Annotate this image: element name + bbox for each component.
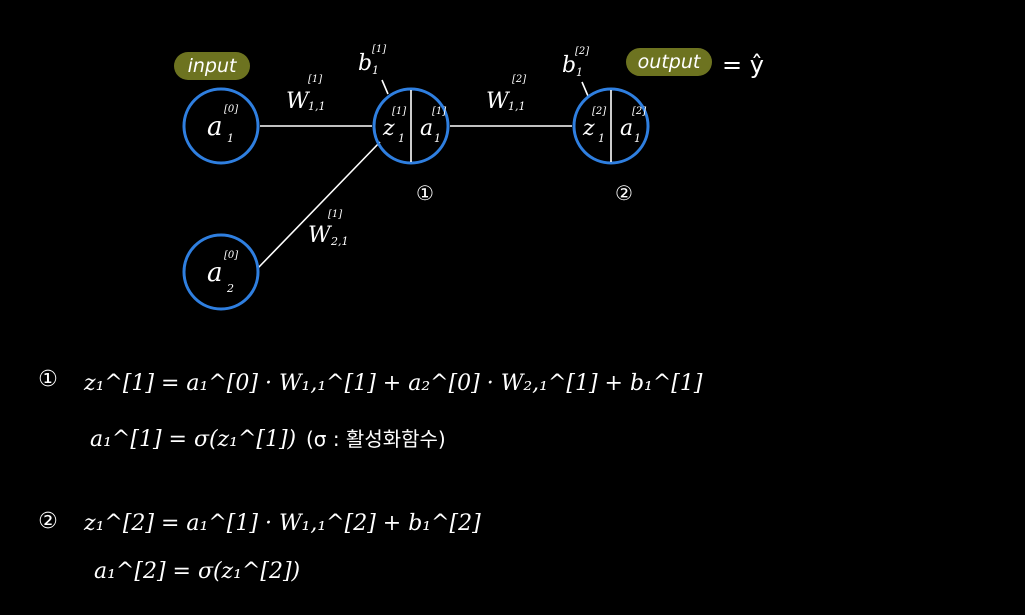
edge-bias2-tick bbox=[581, 81, 589, 97]
svg-text:[1]: [1] bbox=[372, 44, 386, 55]
output-node-2 bbox=[572, 87, 650, 165]
a2-0-sub: 2 bbox=[226, 282, 234, 295]
weight-w11-layer2: W [2] 1,1 bbox=[486, 74, 526, 114]
a2-0-letter: a bbox=[207, 258, 223, 288]
n2-z-sup: [2] bbox=[592, 106, 606, 117]
output-yhat: = ŷ bbox=[722, 51, 764, 79]
hidden-node-1 bbox=[372, 87, 450, 165]
svg-text:[2]: [2] bbox=[512, 74, 526, 85]
n2-a-sup: [2] bbox=[632, 106, 646, 117]
eq1-note: (σ : 활성화함수) bbox=[306, 427, 446, 451]
edge-a2-to-node1 bbox=[257, 141, 381, 269]
weight-w11-layer1: W [1] 1,1 bbox=[286, 74, 326, 114]
svg-text:output: output bbox=[638, 51, 702, 73]
eq1-line1: z₁^[1] = a₁^[0] · W₁,₁^[1] + a₂^[0] · W₂… bbox=[83, 371, 703, 396]
n1-a-sub: 1 bbox=[434, 132, 441, 145]
n2-z-sub: 1 bbox=[598, 132, 605, 145]
input-node-a1 bbox=[182, 87, 260, 165]
n2-a-sub: 1 bbox=[634, 132, 641, 145]
edge-bias1-tick bbox=[381, 79, 389, 95]
eq1-number: ① bbox=[38, 367, 58, 392]
eq1-line2: a₁^[1] = σ(z₁^[1]) bbox=[90, 427, 296, 452]
input-node-a2 bbox=[182, 233, 260, 311]
svg-text:W: W bbox=[286, 89, 311, 114]
output-tag: output bbox=[626, 48, 712, 76]
n1-z-sup: [1] bbox=[392, 106, 406, 117]
svg-text:[1]: [1] bbox=[308, 74, 322, 85]
eq2-line2: a₁^[2] = σ(z₁^[2]) bbox=[94, 559, 300, 584]
eq2-line1: z₁^[2] = a₁^[1] · W₁,₁^[2] + b₁^[2] bbox=[83, 511, 481, 536]
svg-text:[2]: [2] bbox=[575, 46, 589, 57]
n1-z-letter: z bbox=[382, 116, 395, 141]
n1-a-sup: [1] bbox=[432, 106, 446, 117]
n2-a-letter: a bbox=[620, 116, 633, 141]
bias-b1-layer1: b [1] 1 bbox=[358, 44, 386, 77]
input-tag: input bbox=[174, 52, 250, 80]
a1-0-sub: 1 bbox=[227, 132, 234, 145]
svg-text:W: W bbox=[486, 89, 511, 114]
svg-text:2,1: 2,1 bbox=[330, 235, 349, 248]
node1-number: ① bbox=[416, 181, 434, 205]
n2-z-letter: z bbox=[582, 116, 595, 141]
a1-0-sup: [0] bbox=[224, 104, 238, 115]
n1-z-sub: 1 bbox=[398, 132, 405, 145]
eq2-number: ② bbox=[38, 509, 58, 534]
svg-text:[1]: [1] bbox=[328, 209, 342, 220]
svg-text:input: input bbox=[188, 55, 238, 77]
bias-b1-layer2: b [2] 1 bbox=[562, 46, 589, 79]
svg-text:1: 1 bbox=[372, 64, 379, 77]
svg-text:b: b bbox=[358, 51, 372, 76]
node2-number: ② bbox=[615, 181, 633, 205]
svg-text:W: W bbox=[308, 223, 333, 248]
svg-text:1,1: 1,1 bbox=[508, 100, 526, 113]
n1-a-letter: a bbox=[420, 116, 433, 141]
svg-text:b: b bbox=[562, 53, 576, 78]
a2-0-sup: [0] bbox=[224, 250, 238, 261]
svg-text:1,1: 1,1 bbox=[308, 100, 326, 113]
weight-w21-layer1: W [1] 2,1 bbox=[308, 209, 349, 248]
a1-0-letter: a bbox=[207, 112, 223, 142]
svg-text:1: 1 bbox=[576, 66, 583, 79]
